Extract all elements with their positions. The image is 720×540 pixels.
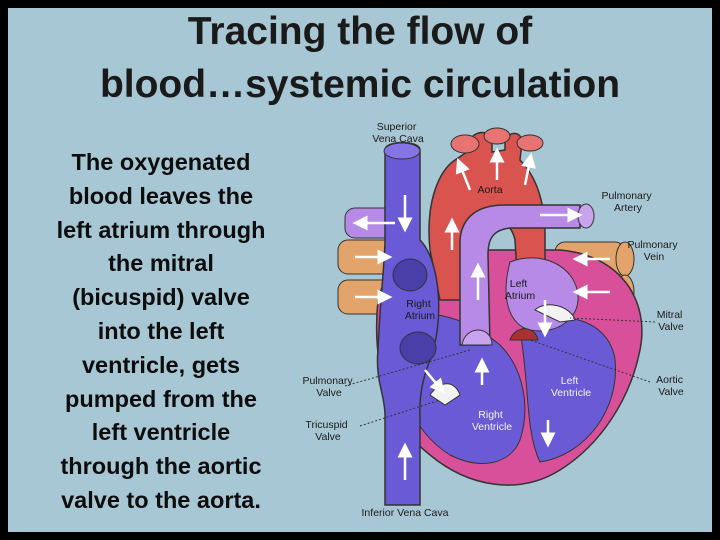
label-inferior-vena-cava: Inferior Vena Cava — [362, 507, 449, 519]
slide-title-line-1: Tracing the flow of — [187, 10, 533, 53]
body-line: blood leaves the — [68, 182, 254, 209]
body-line: valve to the aorta. — [61, 486, 261, 513]
vena-cava — [376, 141, 440, 506]
body-line: left atrium through — [56, 216, 266, 243]
label-left-ventricle: Left Ventricle — [551, 375, 591, 399]
label-pulmonary-artery: Pulmonary Artery — [601, 190, 654, 214]
label-right-atrium: Right Atrium — [405, 298, 436, 322]
label-superior-vena-cava: Superior Vena Cava — [372, 121, 424, 145]
body-line: The oxygenated — [71, 149, 251, 175]
body-line: through the aortic — [60, 453, 262, 480]
body-line: left ventricle — [91, 419, 231, 446]
body-line: the mitral — [108, 250, 214, 277]
body-line: into the left — [97, 317, 225, 344]
slide-title-line-2: blood…systemic circulation — [99, 63, 621, 106]
label-tricuspid-valve: Tricuspid Valve — [305, 419, 350, 443]
label-right-ventricle: Right Ventricle — [472, 409, 512, 433]
body-line: ventricle, gets — [81, 351, 241, 378]
leader-lines — [344, 317, 656, 427]
flow-arrows — [352, 147, 610, 480]
left-ventricle — [519, 317, 616, 463]
label-left-atrium: Left Atrium — [505, 278, 536, 302]
heart-diagram: Superior Vena Cava Aorta Pulmonary Arter… — [302, 121, 686, 519]
body-line: pumped from the — [65, 385, 257, 412]
label-mitral-valve: Mitral Valve — [657, 309, 686, 333]
label-pulmonary-valve: Pulmonary Valve — [302, 375, 355, 399]
label-aortic-valve: Aortic Valve — [656, 374, 686, 398]
label-aorta: Aorta — [477, 184, 502, 196]
label-pulmonary-vein: Pulmonary Vein — [627, 239, 680, 263]
body-line: (bicuspid) valve — [72, 284, 250, 311]
body-text: The oxygenated blood leaves the left atr… — [36, 146, 286, 518]
